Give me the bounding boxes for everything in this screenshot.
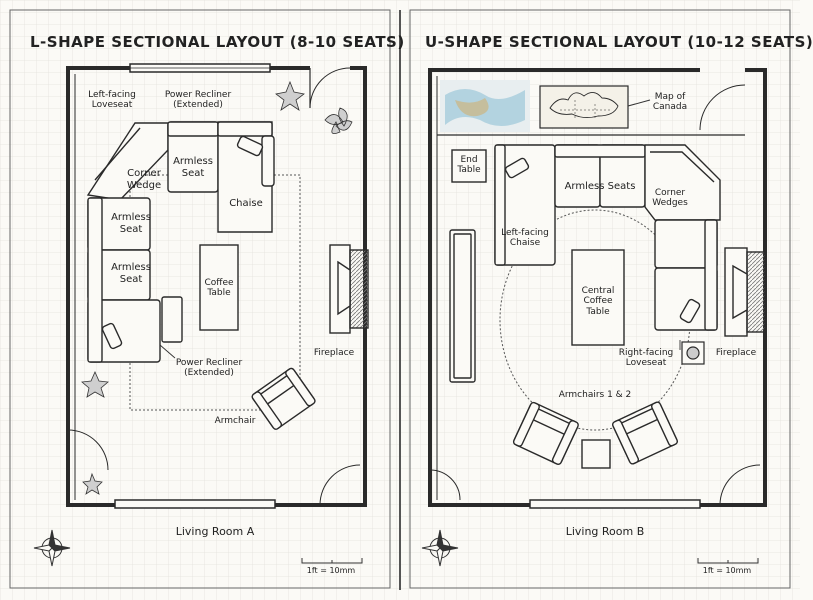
left-coffee-table (199, 244, 239, 331)
label-armless-top: Armless Seat (173, 156, 213, 179)
label-corner-wedge: Corner Wedge (126, 168, 162, 191)
label-right-loveseat: Right-facing Loveseat (618, 348, 674, 369)
left-armchair (251, 367, 316, 430)
left-panel-border (9, 9, 391, 589)
wall-mural (440, 80, 530, 132)
central-coffee-table (571, 249, 625, 346)
right-fireplace (724, 247, 766, 337)
plant-icon (81, 80, 353, 495)
scale-bar (697, 558, 759, 564)
label-end-table: End Table (457, 155, 481, 176)
right-panel-title: U-SHAPE SECTIONAL LAYOUT (10-12 SEATS) (425, 33, 813, 51)
end-table (451, 149, 487, 183)
label-power-recliner-bottom: Power Recliner (Extended) (175, 358, 243, 379)
label-coffee-table: Coffee Table (204, 278, 234, 299)
small-table (581, 439, 611, 469)
right-scale-text: 1ft = 10mm (702, 566, 752, 575)
label-left-loveseat: Left-facing Loveseat (88, 90, 136, 111)
label-leaders (159, 340, 681, 359)
label-left-fireplace: Fireplace (313, 348, 355, 358)
right-room-name: Living Room B (565, 525, 645, 538)
label-map-of-canada: Map of Canada (652, 92, 688, 113)
scale-bar (301, 558, 363, 564)
map-of-canada-frame (539, 85, 629, 129)
left-room-walls (66, 63, 367, 509)
label-central-table: Central Coffee Table (581, 286, 615, 317)
label-armless-mid: Armless Seat (111, 212, 151, 235)
bench (449, 229, 476, 383)
label-left-chaise: Left-facing Chaise (501, 228, 549, 249)
left-fireplace (329, 244, 369, 334)
right-sectional (494, 144, 721, 331)
right-room-walls (428, 68, 767, 509)
map-pointer-line (627, 99, 651, 107)
label-corner-wedges: Corner Wedges (652, 188, 688, 209)
label-chaise: Chaise (229, 198, 263, 209)
armchair-2 (612, 401, 678, 465)
label-power-recliner-top: Power Recliner (Extended) (164, 90, 232, 111)
right-panel-border (409, 9, 791, 589)
label-armless-seats: Armless Seats (564, 181, 636, 192)
label-armless-low: Armless Seat (111, 262, 151, 285)
armchair-1 (512, 401, 579, 465)
label-right-fireplace: Fireplace (715, 348, 757, 358)
left-scale-text: 1ft = 10mm (306, 566, 356, 575)
compass-icon (421, 529, 459, 567)
label-armchair: Armchair (214, 416, 256, 426)
left-panel-title: L-SHAPE SECTIONAL LAYOUT (8-10 SEATS) (30, 33, 405, 51)
left-room-name: Living Room A (175, 525, 255, 538)
side-table (681, 341, 705, 365)
compass-icon (33, 529, 71, 567)
label-armchairs: Armchairs 1 & 2 (558, 390, 632, 400)
left-sectional (86, 121, 275, 363)
